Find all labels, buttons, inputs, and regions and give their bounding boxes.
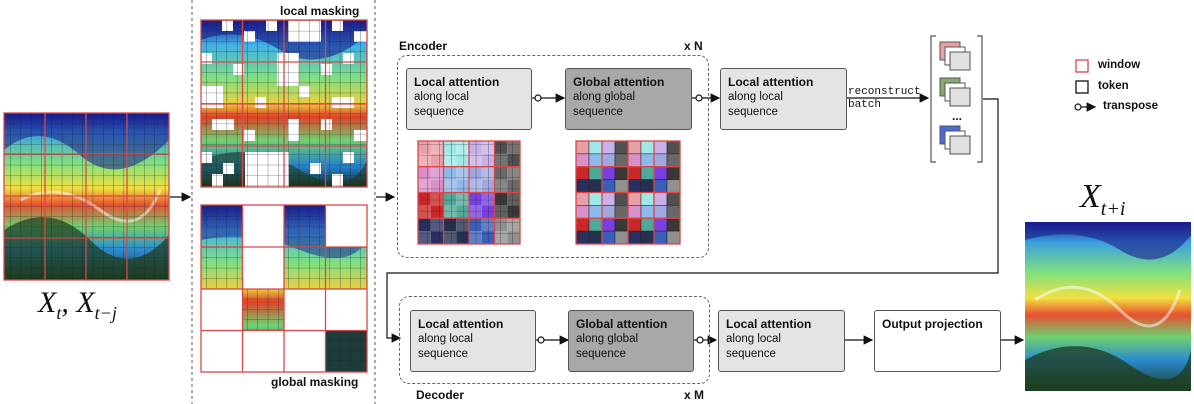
local-masking-title: local masking bbox=[280, 4, 360, 18]
window-legend-icon bbox=[1075, 59, 1089, 73]
legend-token: token bbox=[1098, 80, 1129, 92]
block-line: sequence bbox=[418, 348, 468, 360]
block-line: along local bbox=[418, 333, 473, 345]
encoder-connectors bbox=[531, 93, 930, 103]
global-masking-title: global masking bbox=[271, 375, 359, 389]
input-map bbox=[3, 112, 170, 281]
decoder-local-attention-2: Local attention along local sequence bbox=[718, 310, 845, 372]
decoder-local-attention-1: Local attention along local sequence bbox=[410, 310, 536, 372]
batch-stack bbox=[930, 35, 983, 163]
block-line: sequence bbox=[573, 106, 623, 118]
input-label: Xt, Xt−j bbox=[38, 286, 117, 323]
block-title: Local attention bbox=[726, 317, 812, 331]
encoder-repeat: x N bbox=[684, 39, 703, 53]
global-attention-pattern bbox=[575, 140, 681, 245]
output-projection-block: Output projection bbox=[874, 310, 1001, 372]
block-line: sequence bbox=[576, 348, 626, 360]
transpose-legend-icon bbox=[1074, 103, 1082, 111]
block-line: sequence bbox=[414, 106, 464, 118]
encoder-local-attention-1: Local attention along local sequence bbox=[406, 68, 532, 130]
decoder-repeat: x M bbox=[684, 388, 705, 402]
local-attention-pattern bbox=[417, 140, 521, 245]
decoder-title: Decoder bbox=[416, 388, 465, 402]
block-line: sequence bbox=[728, 106, 778, 118]
block-line: along local bbox=[414, 91, 469, 103]
global-masking-map bbox=[200, 204, 368, 373]
block-title: Global attention bbox=[573, 75, 665, 89]
encoder-global-attention: Global attention along global sequence bbox=[565, 68, 692, 130]
token-legend-icon bbox=[1075, 80, 1089, 94]
block-title: Local attention bbox=[414, 75, 500, 89]
block-line: along global bbox=[573, 91, 636, 103]
block-title: Global attention bbox=[576, 317, 668, 331]
block-title: Local attention bbox=[728, 75, 814, 89]
legend-icons bbox=[1074, 59, 1097, 112]
output-label: Xt+i bbox=[1080, 178, 1126, 220]
decoder-global-attention: Global attention along global sequence bbox=[568, 310, 694, 372]
local-masking-map bbox=[200, 19, 368, 188]
reconstruct-batch-label: reconstruct batch bbox=[848, 86, 921, 111]
legend-window: window bbox=[1098, 59, 1141, 71]
reconstruct-line: batch bbox=[848, 99, 882, 111]
encoder-title: Encoder bbox=[399, 39, 448, 53]
reconstruct-line: reconstruct bbox=[848, 86, 921, 98]
block-line: sequence bbox=[726, 348, 776, 360]
block-title: Local attention bbox=[418, 317, 504, 331]
encoder-container bbox=[397, 55, 709, 258]
legend-transpose: transpose bbox=[1103, 100, 1158, 112]
block-line: along global bbox=[576, 333, 639, 345]
decoder-connectors bbox=[536, 335, 1025, 345]
encoder-local-attention-2: Local attention along local sequence bbox=[720, 68, 847, 130]
block-title: Output projection bbox=[882, 317, 983, 331]
decoder-container bbox=[399, 296, 710, 384]
block-line: along local bbox=[726, 333, 781, 345]
batch-ellipsis: ... bbox=[952, 109, 963, 123]
block-line: along local bbox=[728, 91, 783, 103]
arrow-encoder-to-decoder bbox=[386, 98, 999, 343]
output-map bbox=[1025, 222, 1191, 391]
